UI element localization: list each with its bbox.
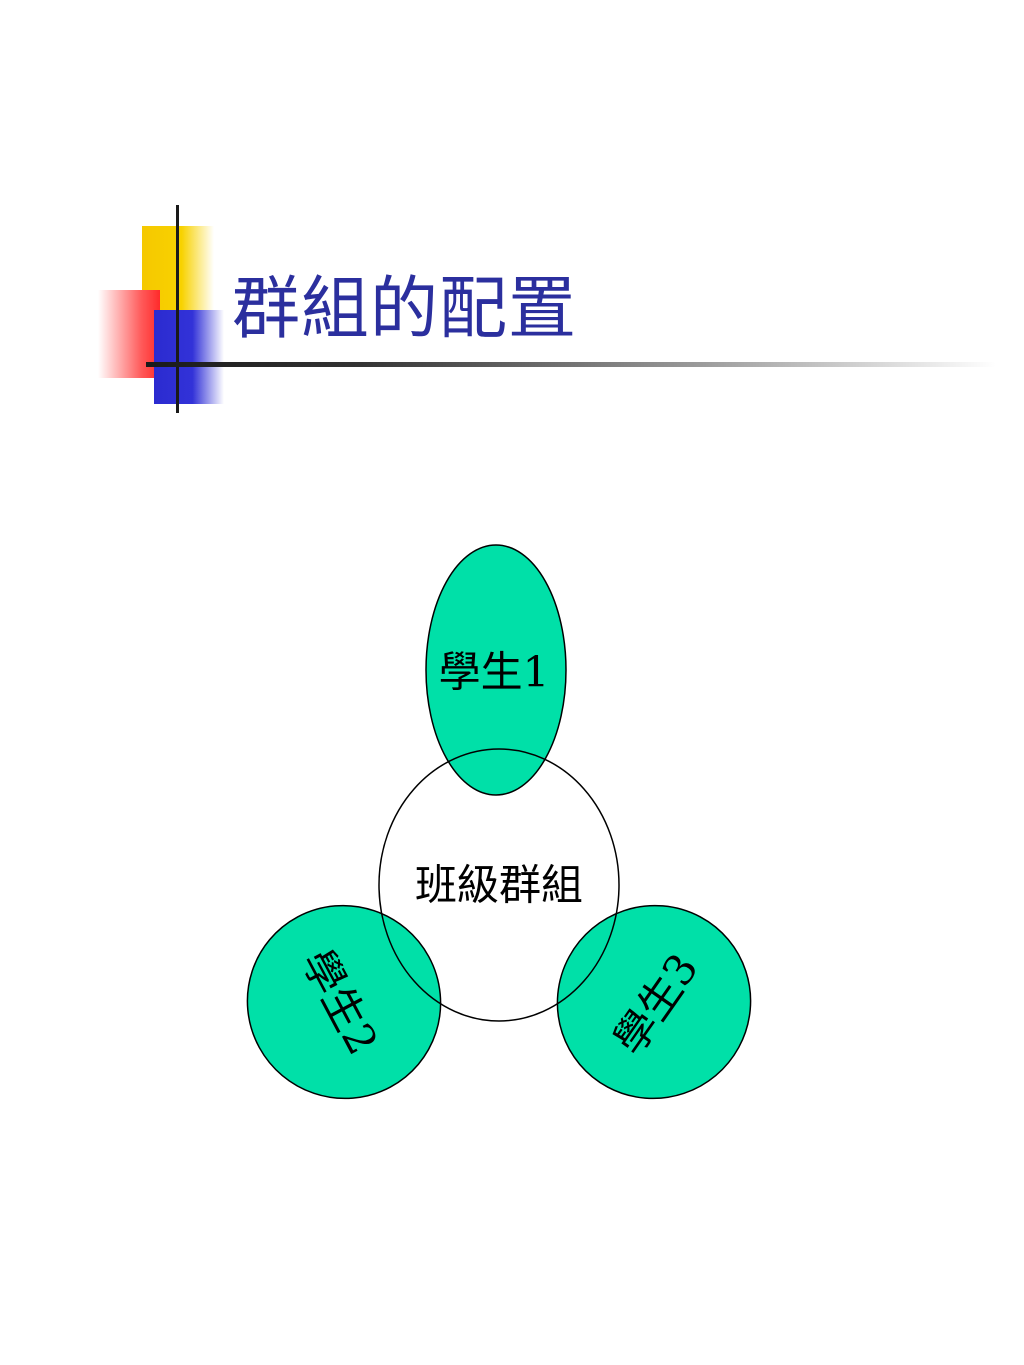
decor-vertical-line [176,205,179,413]
class-group-label: 班級群組 [415,861,583,910]
decor-blue-square [154,310,224,404]
slide-header: 群組的配置 [0,0,1024,440]
page-title: 群組的配置 [232,270,578,349]
student-1-ellipse [425,544,567,796]
decor-horizontal-line [146,362,996,367]
student-3-ellipse [556,904,752,1100]
class-group-circle [378,748,620,1022]
student-1-label: 學生1 [439,648,550,697]
student-2-ellipse [246,904,442,1100]
